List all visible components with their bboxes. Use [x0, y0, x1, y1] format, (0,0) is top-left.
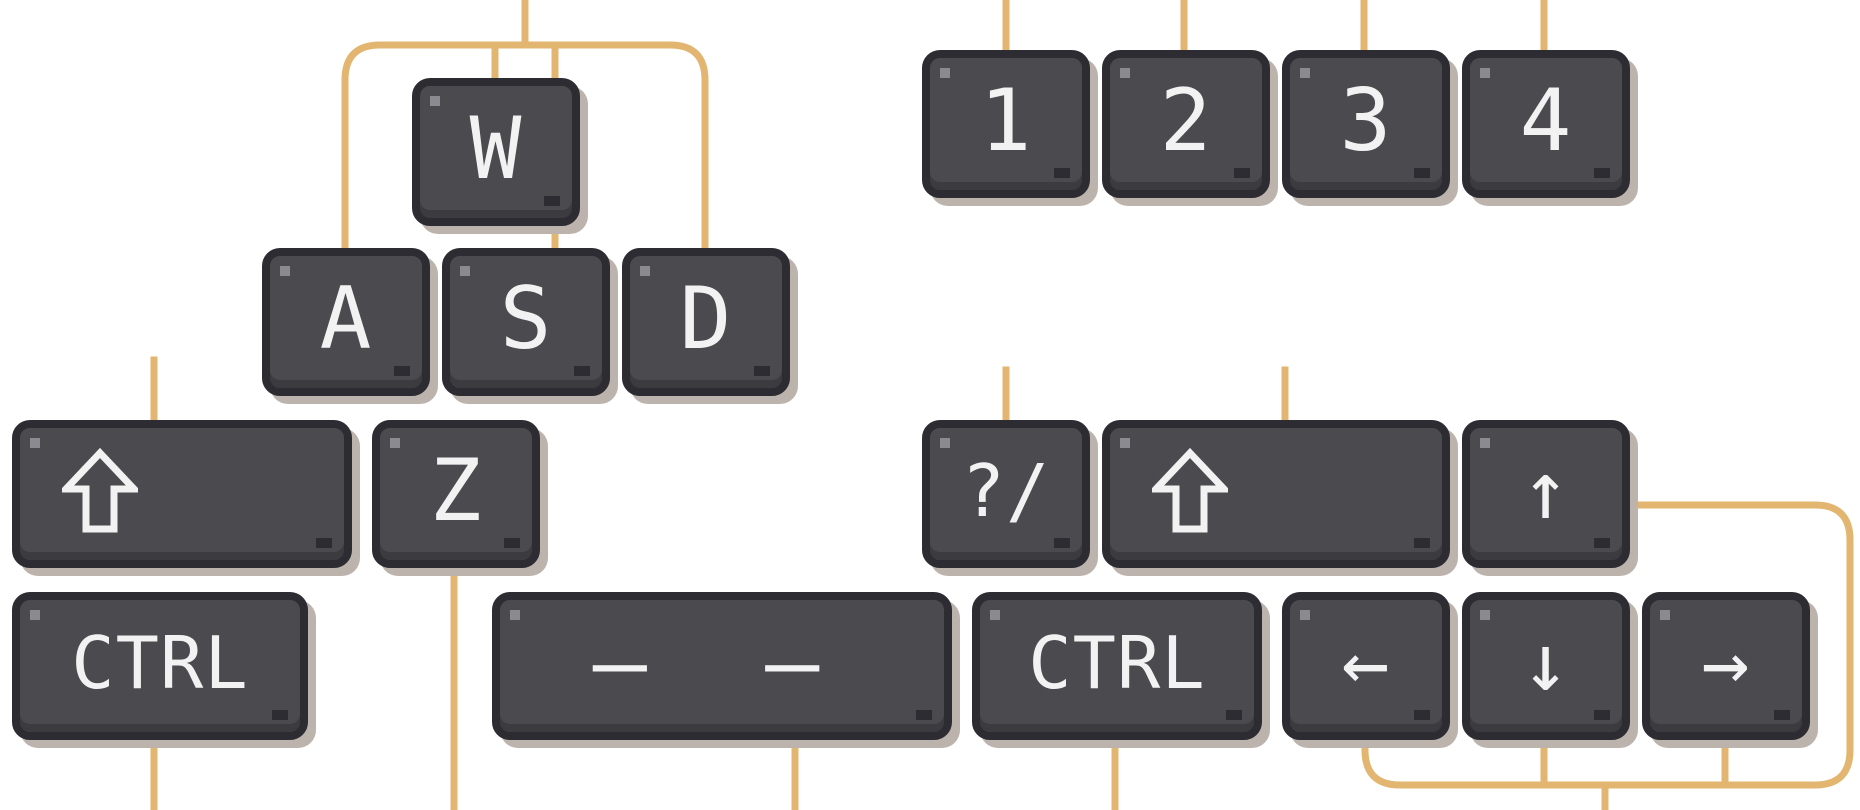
- key-arrow-left-label: ←: [1341, 616, 1391, 709]
- key-space-label: — —: [592, 610, 852, 715]
- key-ctrl-left-label: CTRL: [71, 621, 249, 705]
- key-z-label: Z: [429, 441, 483, 541]
- key-z[interactable]: Z: [372, 420, 540, 568]
- key-space[interactable]: — —: [492, 592, 952, 740]
- key-3-label: 3: [1339, 71, 1393, 171]
- key-arrow-right[interactable]: →: [1642, 592, 1810, 740]
- shift-up-arrow-icon: [20, 428, 344, 560]
- key-ctrl-right[interactable]: CTRL: [972, 592, 1262, 740]
- key-arrow-right-label: →: [1701, 616, 1751, 709]
- key-w[interactable]: W: [412, 78, 580, 226]
- key-1[interactable]: 1: [922, 50, 1090, 198]
- key-4[interactable]: 4: [1462, 50, 1630, 198]
- key-arrow-up[interactable]: ↑: [1462, 420, 1630, 568]
- key-2-label: 2: [1159, 71, 1213, 171]
- key-ctrl-left[interactable]: CTRL: [12, 592, 308, 740]
- key-d[interactable]: D: [622, 248, 790, 396]
- key-2[interactable]: 2: [1102, 50, 1270, 198]
- key-1-label: 1: [979, 71, 1033, 171]
- key-w-label: W: [469, 99, 523, 199]
- key-4-label: 4: [1519, 71, 1573, 171]
- key-s[interactable]: S: [442, 248, 610, 396]
- key-arrow-down-label: ↓: [1521, 616, 1571, 709]
- key-slash-label: ?/: [961, 449, 1051, 533]
- key-s-label: S: [499, 269, 553, 369]
- key-3[interactable]: 3: [1282, 50, 1450, 198]
- key-arrow-left[interactable]: ←: [1282, 592, 1450, 740]
- key-ctrl-right-label: CTRL: [1028, 621, 1206, 705]
- key-arrow-down[interactable]: ↓: [1462, 592, 1630, 740]
- key-a-label: A: [319, 269, 373, 369]
- key-shift-right[interactable]: [1102, 420, 1450, 568]
- shift-up-arrow-icon: [1110, 428, 1442, 560]
- key-a[interactable]: A: [262, 248, 430, 396]
- key-shift-left[interactable]: [12, 420, 352, 568]
- key-slash[interactable]: ?/: [922, 420, 1090, 568]
- key-arrow-up-label: ↑: [1521, 444, 1571, 537]
- key-d-label: D: [679, 269, 733, 369]
